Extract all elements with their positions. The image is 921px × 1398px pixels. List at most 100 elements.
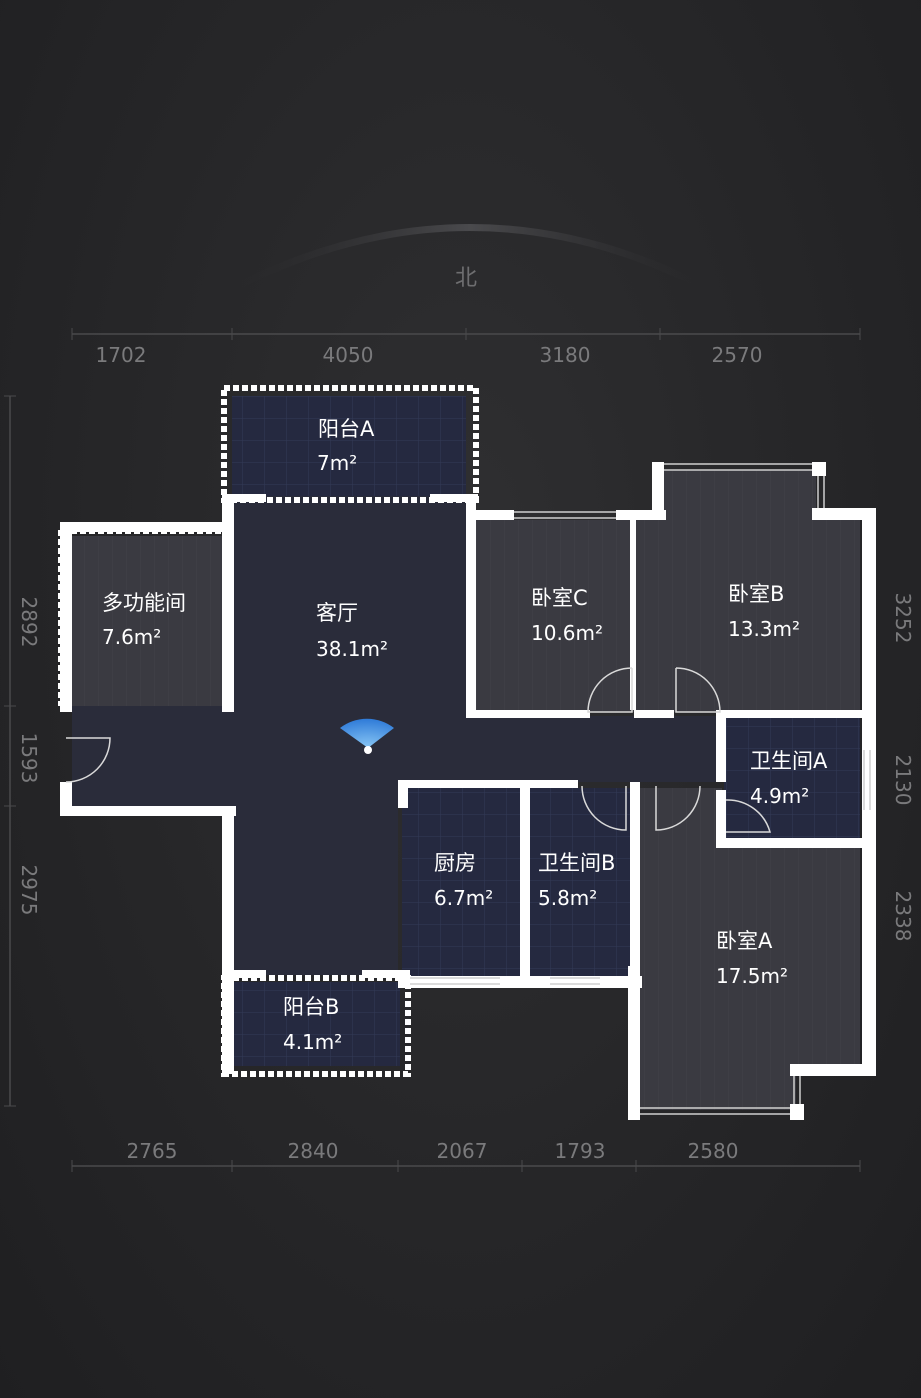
wall-bath-a-left	[716, 710, 726, 782]
room-living-name: 客厅	[316, 601, 358, 625]
dim-right-1: 3252	[891, 593, 915, 644]
multi-room-floor	[72, 536, 224, 706]
wall-kitchen-top2	[398, 780, 578, 788]
wall-bedroom-a-right-bottom	[790, 1064, 876, 1076]
balcony-a-floor	[232, 396, 466, 496]
bedroom-c-floor	[476, 520, 660, 712]
wall-bb-right	[812, 508, 876, 520]
bathroom-a-floor	[724, 718, 860, 838]
wall-bc-top	[466, 510, 514, 520]
room-balcony-b[interactable]: 阳台B 4.1m²	[283, 995, 342, 1054]
compass-north-label: 北	[455, 266, 477, 291]
room-bathroom-a-name: 卫生间A	[750, 749, 828, 773]
wall-bedroom-divider	[630, 520, 636, 710]
viewpoint-dot	[364, 746, 372, 754]
wall-bedrooms-bottom2	[634, 710, 674, 718]
wall-balcony-b-top	[222, 970, 266, 978]
room-balcony-a-area: 7m²	[317, 451, 357, 475]
room-kitchen[interactable]: 厨房 6.7m²	[434, 851, 493, 910]
dim-bottom-1: 2765	[127, 1139, 178, 1163]
wall-multi-right	[222, 500, 234, 712]
balcony-b-railing	[221, 975, 411, 1077]
dim-top-2: 4050	[323, 343, 374, 367]
dim-bottom-3: 2067	[437, 1139, 488, 1163]
wall-multi-top	[60, 522, 230, 532]
room-balcony-a[interactable]: 阳台A 7m²	[317, 417, 375, 475]
room-kitchen-area: 6.7m²	[434, 886, 493, 910]
compass-arc	[238, 224, 702, 289]
room-living[interactable]: 客厅 38.1m²	[316, 601, 388, 661]
room-bedroom-b-name: 卧室B	[728, 582, 784, 606]
dim-bottom-2: 2840	[288, 1139, 339, 1163]
floors	[72, 396, 860, 1110]
wall-bath-a-top	[716, 710, 876, 718]
room-bathroom-b-area: 5.8m²	[538, 886, 597, 910]
door-bath-b	[581, 785, 627, 831]
wall-living-top-left	[222, 494, 266, 502]
bedroom-a-floor	[640, 788, 860, 1110]
room-living-area: 38.1m²	[316, 637, 388, 661]
wall-bc-left	[466, 496, 476, 718]
dimension-left: 2892 1593 2975	[4, 395, 41, 1107]
room-multi[interactable]: 多功能间 7.6m²	[102, 591, 186, 649]
viewpoint-marker	[340, 718, 394, 754]
kitchen-floor	[402, 788, 522, 976]
room-multi-area: 7.6m²	[102, 625, 161, 649]
viewpoint-cone	[340, 718, 394, 748]
wall-bb-right-top	[812, 462, 826, 476]
wall-kitchen-right	[520, 786, 530, 980]
room-bathroom-b-name: 卫生间B	[538, 851, 615, 875]
bathroom-b-floor	[530, 788, 630, 976]
dim-top-4: 2570	[712, 343, 763, 367]
balcony-b-floor	[232, 982, 400, 1066]
doors	[65, 667, 771, 833]
wall-bb-left	[652, 462, 664, 520]
room-bedroom-b[interactable]: 卧室B 13.3m²	[728, 582, 800, 641]
door-bedroom-a	[655, 785, 701, 831]
wall-bath-b-right	[630, 782, 640, 982]
room-bedroom-a-area: 17.5m²	[716, 964, 788, 988]
wall-bath-a-bottom	[716, 838, 876, 848]
dim-left-2: 1593	[17, 733, 41, 784]
dim-left-1: 2892	[17, 597, 41, 648]
dim-left-3: 2975	[17, 865, 41, 916]
wall-bedroom-a-left	[628, 966, 640, 1120]
wall-bedrooms-bottom	[466, 710, 590, 718]
wall-bottom-left	[60, 806, 236, 816]
room-bathroom-a[interactable]: 卫生间A 4.9m²	[750, 749, 828, 808]
room-balcony-b-area: 4.1m²	[283, 1030, 342, 1054]
room-multi-name: 多功能间	[102, 591, 186, 615]
door-entry	[65, 737, 111, 783]
room-bedroom-c-name: 卧室C	[531, 586, 588, 610]
living-room-floor	[72, 496, 722, 975]
bedroom-b-floor	[660, 470, 860, 712]
room-bathroom-a-area: 4.9m²	[750, 784, 809, 808]
dim-top-1: 1702	[96, 343, 147, 367]
room-balcony-a-name: 阳台A	[318, 417, 375, 441]
door-bath-a	[725, 799, 771, 833]
dim-right-3: 2338	[891, 891, 915, 942]
dim-bottom-4: 1793	[555, 1139, 606, 1163]
wall-right	[862, 508, 876, 1076]
dimension-right: 3252 2130 2338	[891, 593, 915, 942]
balcony-a-railing	[221, 385, 479, 503]
room-bathroom-b[interactable]: 卫生间B 5.8m²	[538, 851, 615, 910]
wall-bedroom-a-corner	[790, 1104, 804, 1120]
room-bedroom-b-area: 13.3m²	[728, 617, 800, 641]
wall-bc-top2	[616, 510, 666, 520]
door-bedroom-b	[675, 667, 721, 713]
room-bedroom-a-name: 卧室A	[716, 929, 773, 953]
door-bedroom-c	[587, 667, 633, 713]
wall-south-service	[398, 976, 642, 988]
room-bedroom-a[interactable]: 卧室A 17.5m²	[716, 929, 788, 988]
room-bedroom-c[interactable]: 卧室C 10.6m²	[531, 586, 603, 645]
walls	[58, 385, 876, 1120]
room-bedroom-c-area: 10.6m²	[531, 621, 603, 645]
dim-bottom-5: 2580	[688, 1139, 739, 1163]
room-kitchen-name: 厨房	[434, 851, 476, 875]
dim-top-3: 3180	[540, 343, 591, 367]
windows	[410, 463, 871, 1115]
wall-bath-a-left-lower	[716, 790, 726, 848]
wall-living-top-right	[430, 494, 478, 502]
